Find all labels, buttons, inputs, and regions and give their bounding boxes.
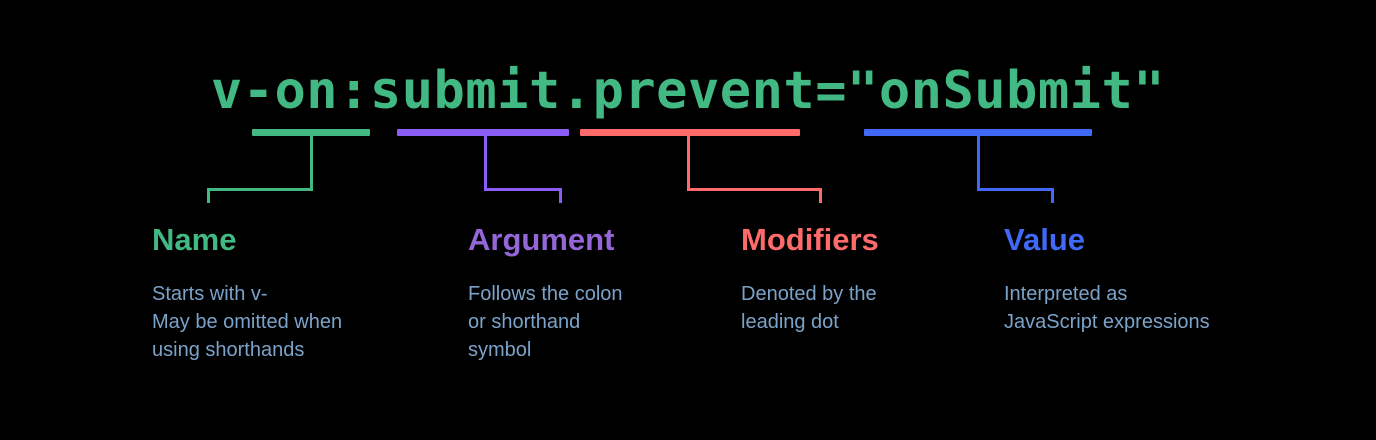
underline-bar-argument [397, 129, 569, 136]
group-title-name: Name [152, 222, 237, 257]
connector-drop-name [207, 188, 210, 203]
underline-bar-modifiers [580, 129, 800, 136]
connector-run-modifiers [687, 188, 822, 191]
connector-drop-value [1051, 188, 1054, 203]
group-description-argument: Follows the colon or shorthand symbol [468, 283, 623, 361]
connector-run-value [977, 188, 1054, 191]
underline-bar-value [864, 129, 1092, 136]
connector-stem-modifiers [687, 136, 690, 191]
group-description-modifiers: Denoted by the leading dot [741, 283, 877, 333]
connector-stem-argument [484, 136, 487, 191]
code-expression: v-on:submit.prevent="onSubmit" [210, 61, 1166, 121]
group-title-argument: Argument [468, 222, 615, 257]
connector-drop-modifiers [819, 188, 822, 203]
connector-run-argument [484, 188, 562, 191]
connector-stem-value [977, 136, 980, 191]
group-description-value: Interpreted as JavaScript expressions [1004, 283, 1210, 333]
underline-bar-name [252, 129, 370, 136]
group-description-name: Starts with v- May be omitted when using… [152, 283, 343, 361]
group-title-value: Value [1004, 222, 1085, 257]
connector-run-name [207, 188, 313, 191]
connector-drop-argument [559, 188, 562, 203]
group-title-modifiers: Modifiers [741, 222, 879, 257]
connector-stem-name [310, 136, 313, 191]
